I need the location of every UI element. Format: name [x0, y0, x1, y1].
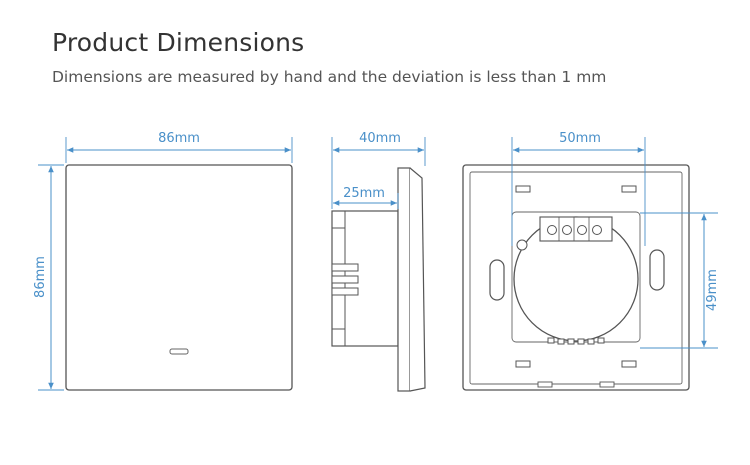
back-hole-spacing-label: 50mm	[559, 131, 601, 146]
back-view: 50mm 49mm	[462, 131, 720, 391]
page-title: Product Dimensions	[52, 28, 305, 57]
side-back-plate	[397, 167, 411, 392]
front-view: 86mm 86mm	[33, 131, 293, 391]
front-panel	[65, 164, 293, 391]
page-subtitle: Dimensions are measured by hand and the …	[52, 68, 607, 86]
front-height-label: 86mm	[33, 256, 48, 298]
left-screw-hole-icon	[489, 259, 505, 301]
indicator-led-icon	[169, 348, 189, 355]
side-view: 40mm 25mm	[331, 131, 426, 392]
back-vertical-label: 49mm	[705, 269, 720, 311]
side-depth-label: 40mm	[359, 131, 401, 146]
front-width-label: 86mm	[158, 131, 200, 146]
terminal-block	[539, 216, 613, 242]
right-screw-hole-icon	[649, 249, 665, 291]
side-body-label: 25mm	[343, 186, 385, 201]
side-front-panel	[409, 167, 426, 392]
